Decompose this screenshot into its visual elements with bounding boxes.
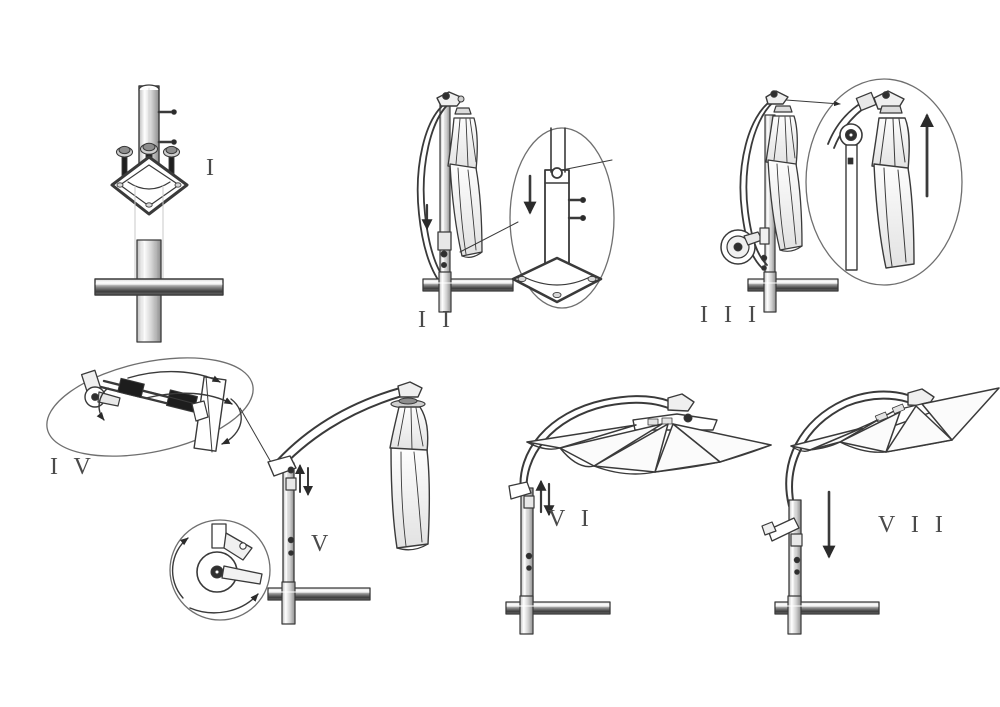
step-7-illustration	[761, 387, 1000, 635]
step-label-3: I I I	[700, 302, 761, 328]
cross-base-stand	[94, 278, 224, 296]
open-canopy-6	[526, 423, 772, 475]
tilted-canopy-7	[790, 387, 1000, 453]
step-3-detail-callout	[785, 78, 963, 286]
step-5-illustration	[169, 381, 431, 625]
step-label-5: V	[311, 531, 334, 557]
step-label-4: I V	[50, 454, 96, 480]
step-6-illustration	[505, 393, 772, 635]
step-label-2: I I	[418, 307, 455, 333]
closed-canopy-5	[389, 406, 431, 551]
step-2-illustration	[416, 91, 615, 313]
step-2-detail-callout	[459, 127, 615, 309]
closed-canopy-2	[447, 107, 483, 258]
closed-canopy-3	[765, 105, 803, 252]
step-5-crank-callout	[169, 519, 271, 621]
step-label-7: V I I	[878, 512, 948, 538]
crank-handle-3	[720, 227, 770, 271]
diamond-base-plate	[110, 155, 189, 216]
step-4-illustration	[46, 357, 273, 465]
step-label-6: V I	[548, 506, 594, 532]
step-label-1: I	[206, 155, 219, 181]
step-1-illustration	[94, 84, 224, 343]
step-3-illustration	[720, 78, 963, 313]
